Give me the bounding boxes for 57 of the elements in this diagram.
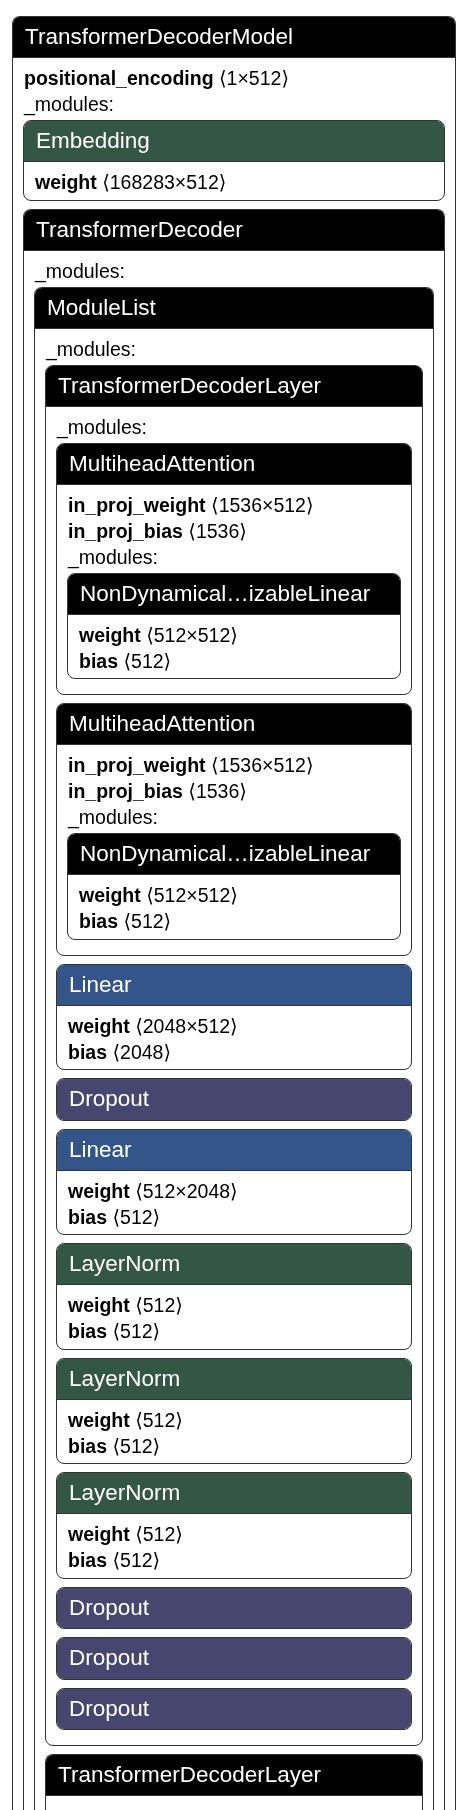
attribute-text: in_proj_bias ⟨1536⟩: [67, 518, 248, 544]
attribute-text: in_proj_bias ⟨1536⟩: [67, 779, 248, 804]
attribute-text: weight ⟨168283×512⟩: [34, 170, 228, 195]
attribute-text: bias ⟨512⟩: [78, 648, 173, 674]
attribute-text: weight ⟨512⟩: [67, 1293, 184, 1318]
attribute-text: bias ⟨512⟩: [67, 1433, 162, 1459]
module-header: Dropout: [57, 1587, 411, 1628]
attribute-text: weight ⟨2048×512⟩: [67, 1013, 239, 1039]
module-header: NonDynamical…izableLinear: [68, 834, 400, 875]
module-header: LayerNorm: [57, 1473, 411, 1514]
attribute-text: _modules:: [56, 414, 148, 440]
attribute-text: weight ⟨512×2048⟩: [67, 1178, 239, 1204]
module-card: [12, 16, 456, 1810]
module-header: Dropout: [57, 1638, 411, 1679]
module-header: LayerNorm: [57, 1244, 411, 1285]
module-header: TransformerDecoderModel: [13, 17, 455, 58]
attribute-text: weight ⟨512⟩: [67, 1522, 184, 1547]
module-header: TransformerDecoder: [24, 209, 444, 251]
module-header: MultiheadAttention: [57, 704, 411, 745]
module-header: Embedding: [24, 121, 444, 162]
module-header: LayerNorm: [57, 1358, 411, 1400]
module-card: [56, 963, 412, 1070]
module-card: [56, 1472, 412, 1579]
module-card: [45, 1754, 423, 1810]
module-header: Dropout: [57, 1688, 411, 1729]
attribute-text: weight ⟨512⟩: [67, 1407, 184, 1433]
attribute-text: positional_encoding ⟨1×512⟩: [23, 66, 290, 91]
attribute-text: bias ⟨512⟩: [67, 1548, 162, 1573]
attribute-text: weight ⟨512×512⟩: [78, 622, 239, 648]
attribute-text: bias ⟨512⟩: [67, 1319, 162, 1344]
module-header: NonDynamical…izableLinear: [68, 573, 400, 615]
module-header: TransformerDecoderLayer: [46, 1755, 422, 1796]
attribute-text: bias ⟨512⟩: [67, 1204, 162, 1230]
module-header: Linear: [57, 964, 411, 1006]
module-card: [67, 833, 401, 940]
module-header: TransformerDecoderLayer: [46, 365, 422, 407]
module-header: ModuleList: [35, 287, 433, 329]
module-header: Linear: [57, 1129, 411, 1171]
module-card: [23, 120, 445, 201]
module-header: Dropout: [57, 1079, 411, 1120]
attribute-text: in_proj_weight ⟨1536×512⟩: [67, 492, 315, 518]
attribute-text: _modules:: [23, 92, 115, 117]
attribute-text: bias ⟨2048⟩: [67, 1039, 173, 1065]
module-card: [56, 703, 412, 956]
module-header: MultiheadAttention: [57, 443, 411, 485]
attribute-text: _modules:: [34, 258, 126, 284]
module-card: [56, 1357, 412, 1464]
module-card: [56, 1128, 412, 1235]
attribute-text: weight ⟨512×512⟩: [78, 883, 239, 908]
module-card: [56, 1243, 412, 1350]
attribute-text: in_proj_weight ⟨1536×512⟩: [67, 753, 315, 778]
module-card: [56, 442, 412, 695]
module-card: [67, 572, 401, 679]
attribute-text: _modules:: [45, 336, 137, 362]
attribute-text: _modules:: [67, 544, 159, 570]
attribute-text: bias ⟨512⟩: [78, 909, 173, 934]
attribute-text: _modules:: [67, 805, 159, 830]
